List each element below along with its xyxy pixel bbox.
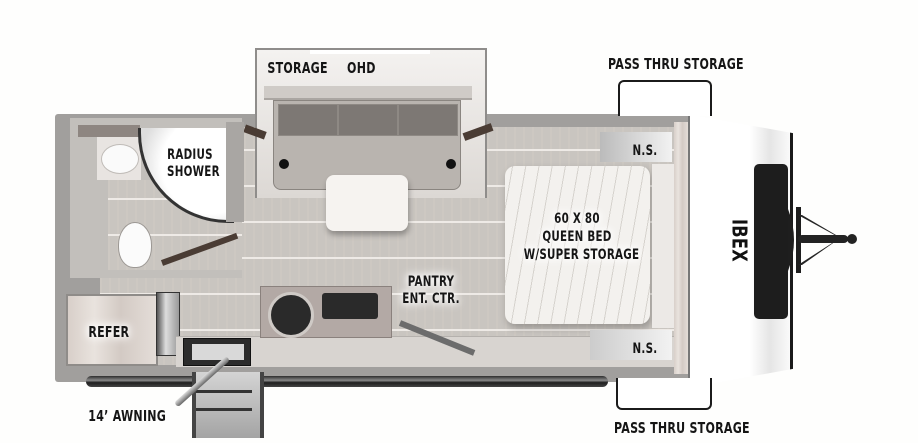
entry-step-line-1	[196, 390, 252, 393]
bathroom-wall	[226, 122, 244, 222]
sink-icon	[101, 144, 139, 174]
front-wall-cabinet	[674, 122, 688, 374]
headboard	[652, 164, 674, 328]
sofa-seat-2	[338, 104, 398, 136]
pass-thru-storage-bottom-label: PASS THRU STORAGE	[614, 419, 750, 437]
sofa-seat-1	[278, 104, 338, 136]
nightstand-bottom	[590, 330, 672, 360]
pass-thru-storage-top-label: PASS THRU STORAGE	[608, 55, 744, 73]
ohd-label: OHD	[347, 59, 376, 77]
pass-thru-hatch-bottom	[616, 378, 712, 410]
vanity	[78, 125, 140, 137]
front-storage-panel	[754, 164, 788, 319]
nightstand-top	[600, 132, 672, 162]
table	[326, 175, 408, 231]
microwave	[322, 293, 378, 319]
storage-label: STORAGE	[267, 59, 328, 77]
ibex-logo: IBEX	[727, 218, 752, 263]
cup-holder-right	[446, 159, 456, 169]
toilet-icon	[118, 222, 152, 268]
pantry-label: PANTRY ENT. CTR.	[402, 274, 460, 307]
refer-label: REFER	[88, 323, 130, 341]
awning	[86, 376, 608, 387]
ohd-cabinet	[264, 86, 472, 100]
awning-label: 14’ AWNING	[88, 407, 167, 425]
entry-step-line-2	[196, 408, 252, 411]
hitch-svg	[788, 207, 857, 273]
sofa-seat-3	[398, 104, 458, 136]
pass-thru-hatch-top	[618, 80, 712, 116]
queen-bed	[505, 166, 650, 324]
radius-shower-label: RADIUS SHOWER	[167, 147, 220, 180]
ns-top-label: N.S.	[632, 143, 658, 159]
bed-label: 60 X 80 QUEEN BED W/SUPER STORAGE	[523, 211, 640, 263]
cup-holder-left	[279, 159, 289, 169]
cooktop-burner	[268, 292, 314, 338]
entry-steps	[192, 372, 264, 438]
ns-bottom-label: N.S.	[632, 341, 658, 357]
kitchen-sink-basin	[192, 344, 244, 360]
hitch-icon	[788, 195, 858, 285]
slide-out-top-strip	[310, 50, 430, 54]
